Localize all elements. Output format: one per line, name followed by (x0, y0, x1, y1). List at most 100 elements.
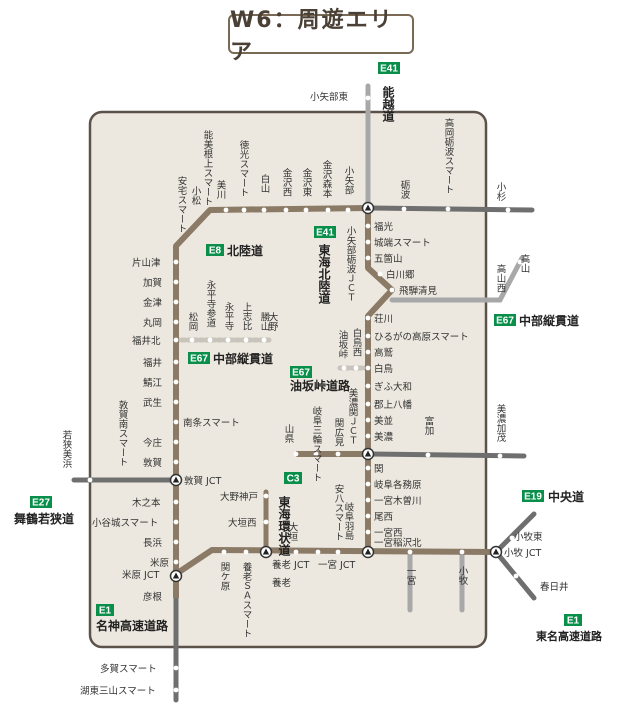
svg-text:大野神戸: 大野神戸 (220, 491, 258, 503)
svg-text:高山: 高山 (519, 253, 531, 273)
svg-text:ひるがの高原スマート: ひるがの高原スマート (374, 331, 469, 343)
expressway-badges: E41 E41 E8 E67 E67 E67 C3 E27 E19 E1 E1 (30, 62, 582, 627)
svg-text:米原 JCT: 米原 JCT (122, 569, 159, 581)
svg-text:一宮西: 一宮西 (374, 527, 403, 539)
svg-text:春日井: 春日井 (540, 581, 569, 593)
svg-text:一宮: 一宮 (405, 566, 417, 586)
badge-e67-right: E67 (494, 314, 516, 327)
svg-text:木之本: 木之本 (132, 497, 161, 509)
svg-text:小松: 小松 (190, 186, 202, 206)
name-chuo: 中央道 (548, 489, 584, 504)
svg-text:小牧 JCT: 小牧 JCT (504, 547, 541, 559)
svg-text:関: 関 (374, 464, 384, 475)
svg-text:金沢西: 金沢西 (281, 167, 293, 197)
svg-text:高鷲: 高鷲 (374, 347, 394, 359)
svg-text:関広見: 関広見 (333, 418, 345, 447)
svg-text:多賀スマート: 多賀スマート (100, 663, 157, 675)
jct-minoseki (361, 447, 375, 461)
svg-text:関ケ原: 関ケ原 (219, 562, 231, 591)
svg-text:小矢部砺波ＪＣＴ: 小矢部砺波ＪＣＴ (345, 226, 357, 302)
svg-text:金沢森本: 金沢森本 (321, 159, 333, 199)
svg-text:美川: 美川 (215, 179, 227, 199)
svg-text:小谷城スマート: 小谷城スマート (92, 518, 158, 529)
svg-text:福光: 福光 (374, 221, 394, 233)
svg-text:小杉: 小杉 (495, 182, 507, 202)
svg-text:若狭美浜: 若狭美浜 (61, 429, 73, 469)
svg-text:今庄: 今庄 (143, 437, 163, 449)
svg-text:長浜: 長浜 (143, 538, 163, 549)
svg-text:高岡砺波スマート: 高岡砺波スマート (443, 117, 455, 194)
svg-text:敦賀 JCT: 敦賀 JCT (184, 475, 221, 487)
svg-text:加賀: 加賀 (143, 277, 162, 289)
svg-text:養老: 養老 (272, 577, 292, 589)
badge-e1-right: E1 (564, 614, 582, 627)
svg-text:大垣西: 大垣西 (228, 517, 257, 529)
jct-komaki (489, 545, 503, 559)
badge-e67-abura: E67 (290, 366, 312, 379)
name-tomei: 東名高速道路 (536, 629, 603, 643)
svg-text:荘川: 荘川 (374, 314, 393, 325)
badge-e8: E8 (206, 244, 224, 257)
svg-text:砺波: 砺波 (399, 180, 411, 200)
svg-text:E27: E27 (32, 498, 50, 509)
svg-text:白山: 白山 (259, 173, 270, 193)
svg-text:松岡: 松岡 (187, 311, 199, 332)
svg-text:白川郷: 白川郷 (386, 269, 415, 281)
tour-area (88, 110, 488, 649)
badge-e41-mid: E41 (314, 226, 336, 239)
svg-text:美並: 美並 (374, 415, 393, 427)
svg-text:福井北: 福井北 (132, 335, 161, 347)
svg-text:城端スマート: 城端スマート (374, 237, 431, 249)
jct-ichinomiya (361, 545, 375, 559)
svg-text:岐阜各務原: 岐阜各務原 (374, 479, 422, 491)
svg-text:敦賀: 敦賀 (143, 457, 162, 469)
svg-text:山県: 山県 (283, 424, 295, 444)
page-title: W6：周遊エリア (228, 8, 414, 65)
svg-text:C3: C3 (287, 474, 300, 485)
svg-text:飛騨清見: 飛騨清見 (399, 285, 438, 297)
name-tokai-hokuriku: 東海北陸道 (317, 243, 331, 305)
svg-text:南条スマート: 南条スマート (183, 417, 240, 429)
svg-text:E1: E1 (567, 616, 580, 627)
svg-text:尾西: 尾西 (374, 512, 393, 523)
svg-text:E67: E67 (190, 354, 208, 365)
svg-text:美濃関ＪＣＴ: 美濃関ＪＣＴ (347, 387, 359, 445)
svg-text:金沢東: 金沢東 (301, 167, 313, 197)
name-meishin: 名神高速道路 (96, 618, 169, 633)
svg-text:能美根上スマート: 能美根上スマート (202, 129, 214, 206)
svg-text:米原: 米原 (150, 557, 169, 569)
svg-text:一宮木曽川: 一宮木曽川 (374, 495, 422, 507)
svg-text:敦賀南スマート: 敦賀南スマート (117, 399, 129, 466)
station-labels: 小矢部東 高岡砺波スマート 砺波 小矢部 金沢森本 金沢東 金沢西 白山 徳光ス… (61, 91, 569, 697)
svg-text:富加: 富加 (423, 415, 435, 436)
svg-text:徳光スマート: 徳光スマート (238, 139, 250, 197)
svg-text:養老 JCT: 養老 JCT (272, 559, 309, 571)
svg-text:小牧: 小牧 (457, 566, 469, 586)
svg-text:岐阜三輪スマート: 岐阜三輪スマート (311, 405, 323, 482)
svg-text:E41: E41 (316, 228, 334, 239)
svg-text:大野: 大野 (267, 311, 279, 331)
badge-e27: E27 (30, 496, 52, 509)
name-tokai-kanjo: 東海環状道 (277, 495, 291, 557)
name-hokuriku: 北陸道 (227, 243, 263, 258)
svg-text:武生: 武生 (143, 397, 163, 409)
svg-text:鯖江: 鯖江 (143, 377, 163, 389)
svg-text:E67: E67 (292, 368, 310, 379)
svg-text:永平寺: 永平寺 (223, 301, 235, 330)
expressway-names: 能越道 東海北陸道 北陸道 中部縦貫道 中部縦貫道 油坂峠道路 東海環状道 舞鶴… (13, 85, 603, 643)
svg-text:岐阜羽島: 岐阜羽島 (343, 501, 355, 541)
svg-text:美濃: 美濃 (374, 431, 394, 443)
svg-text:E67: E67 (496, 316, 514, 327)
jct-yoro (259, 545, 273, 559)
svg-text:E1: E1 (99, 606, 112, 617)
svg-text:一宮 JCT: 一宮 JCT (318, 559, 355, 571)
svg-text:片山津: 片山津 (132, 257, 161, 269)
svg-text:小矢部: 小矢部 (343, 166, 355, 195)
svg-text:上志比: 上志比 (241, 302, 253, 331)
svg-text:油坂峠: 油坂峠 (337, 329, 349, 359)
name-chubu-right: 中部縦貫道 (519, 313, 579, 328)
svg-text:丸岡: 丸岡 (143, 317, 162, 329)
svg-text:福井: 福井 (143, 357, 162, 369)
svg-text:五箇山: 五箇山 (374, 253, 403, 265)
